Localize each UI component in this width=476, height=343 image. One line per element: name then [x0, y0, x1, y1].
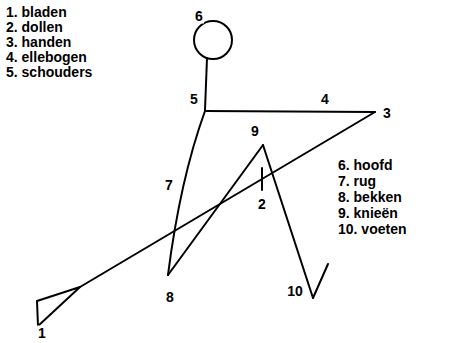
- shin-line: [263, 145, 313, 298]
- callout-number: 5: [189, 92, 199, 107]
- key-entry: 3. handen: [6, 35, 71, 50]
- oar-blade: [37, 287, 80, 326]
- callout-number: 2: [257, 197, 267, 212]
- key-entry: 2. dollen: [6, 20, 63, 35]
- callout-number: 9: [250, 124, 260, 139]
- head-circle: [194, 21, 232, 59]
- callout-number: 8: [165, 290, 175, 305]
- key-entry: 7. rug: [338, 174, 376, 189]
- key-entry: 4. ellebogen: [6, 50, 87, 65]
- thigh-line: [168, 145, 263, 275]
- arm-line: [205, 111, 375, 112]
- key-entry: 1. bladen: [6, 5, 67, 20]
- key-entry: 6. hoofd: [338, 158, 392, 173]
- callout-number: 6: [194, 9, 204, 24]
- key-entry: 9. knieën: [338, 206, 398, 221]
- key-entry: 8. bekken: [338, 190, 402, 205]
- oarlock-tick: [261, 168, 263, 190]
- neck-line: [205, 58, 207, 110]
- oar-line: [80, 112, 375, 287]
- key-entry: 10. voeten: [338, 222, 406, 237]
- foot-line: [313, 264, 328, 298]
- callout-number: 7: [164, 178, 174, 193]
- callout-number: 10: [286, 284, 304, 299]
- key-entry: 5. schouders: [6, 65, 92, 80]
- callout-number: 4: [320, 92, 330, 107]
- callout-number: 3: [382, 106, 392, 121]
- callout-number: 1: [37, 326, 47, 341]
